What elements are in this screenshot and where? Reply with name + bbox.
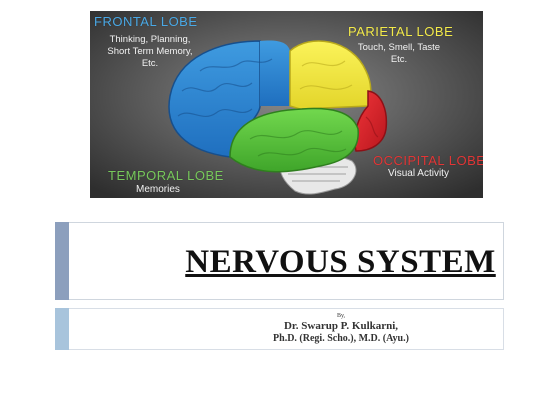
- title-box: NERVOUS SYSTEM: [55, 222, 504, 300]
- parietal-desc-line: Touch, Smell, Taste: [357, 42, 441, 53]
- author-box: By, Dr. Swarup P. Kulkarni, Ph.D. (Regi.…: [55, 308, 504, 350]
- author-credentials: Ph.D. (Regi. Scho.), M.D. (Ayu.): [273, 333, 409, 344]
- brain-lobes-banner: FRONTAL LOBE Thinking, Planning, Short T…: [90, 11, 483, 198]
- frontal-lobe-title: FRONTAL LOBE: [94, 14, 198, 29]
- parietal-desc-line: Etc.: [390, 54, 408, 65]
- frontal-lobe-description: Thinking, Planning, Short Term Memory, E…: [98, 34, 202, 70]
- author-block: By, Dr. Swarup P. Kulkarni, Ph.D. (Regi.…: [126, 313, 556, 345]
- temporal-lobe-description: Memories: [136, 184, 180, 195]
- temporal-lobe-shape: [229, 107, 359, 173]
- title-accent-bar: [55, 222, 69, 300]
- occipital-lobe-shape: [354, 90, 388, 152]
- by-label: By,: [336, 313, 346, 319]
- temporal-lobe-title: TEMPORAL LOBE: [108, 168, 224, 183]
- frontal-desc-line: Short Term Memory,: [107, 46, 193, 57]
- parietal-lobe-description: Touch, Smell, Taste Etc.: [343, 42, 455, 66]
- brain-illustration: [90, 11, 483, 198]
- author-accent-bar: [55, 308, 69, 350]
- parietal-lobe-title: PARIETAL LOBE: [348, 24, 454, 39]
- occipital-lobe-title: OCCIPITAL LOBE: [373, 153, 483, 168]
- slide-title: NERVOUS SYSTEM: [185, 244, 496, 280]
- frontal-desc-line: Etc.: [141, 58, 159, 69]
- author-name: Dr. Swarup P. Kulkarni,: [283, 320, 399, 332]
- frontal-desc-line: Thinking, Planning,: [109, 34, 191, 45]
- occipital-lobe-description: Visual Activity: [388, 168, 449, 179]
